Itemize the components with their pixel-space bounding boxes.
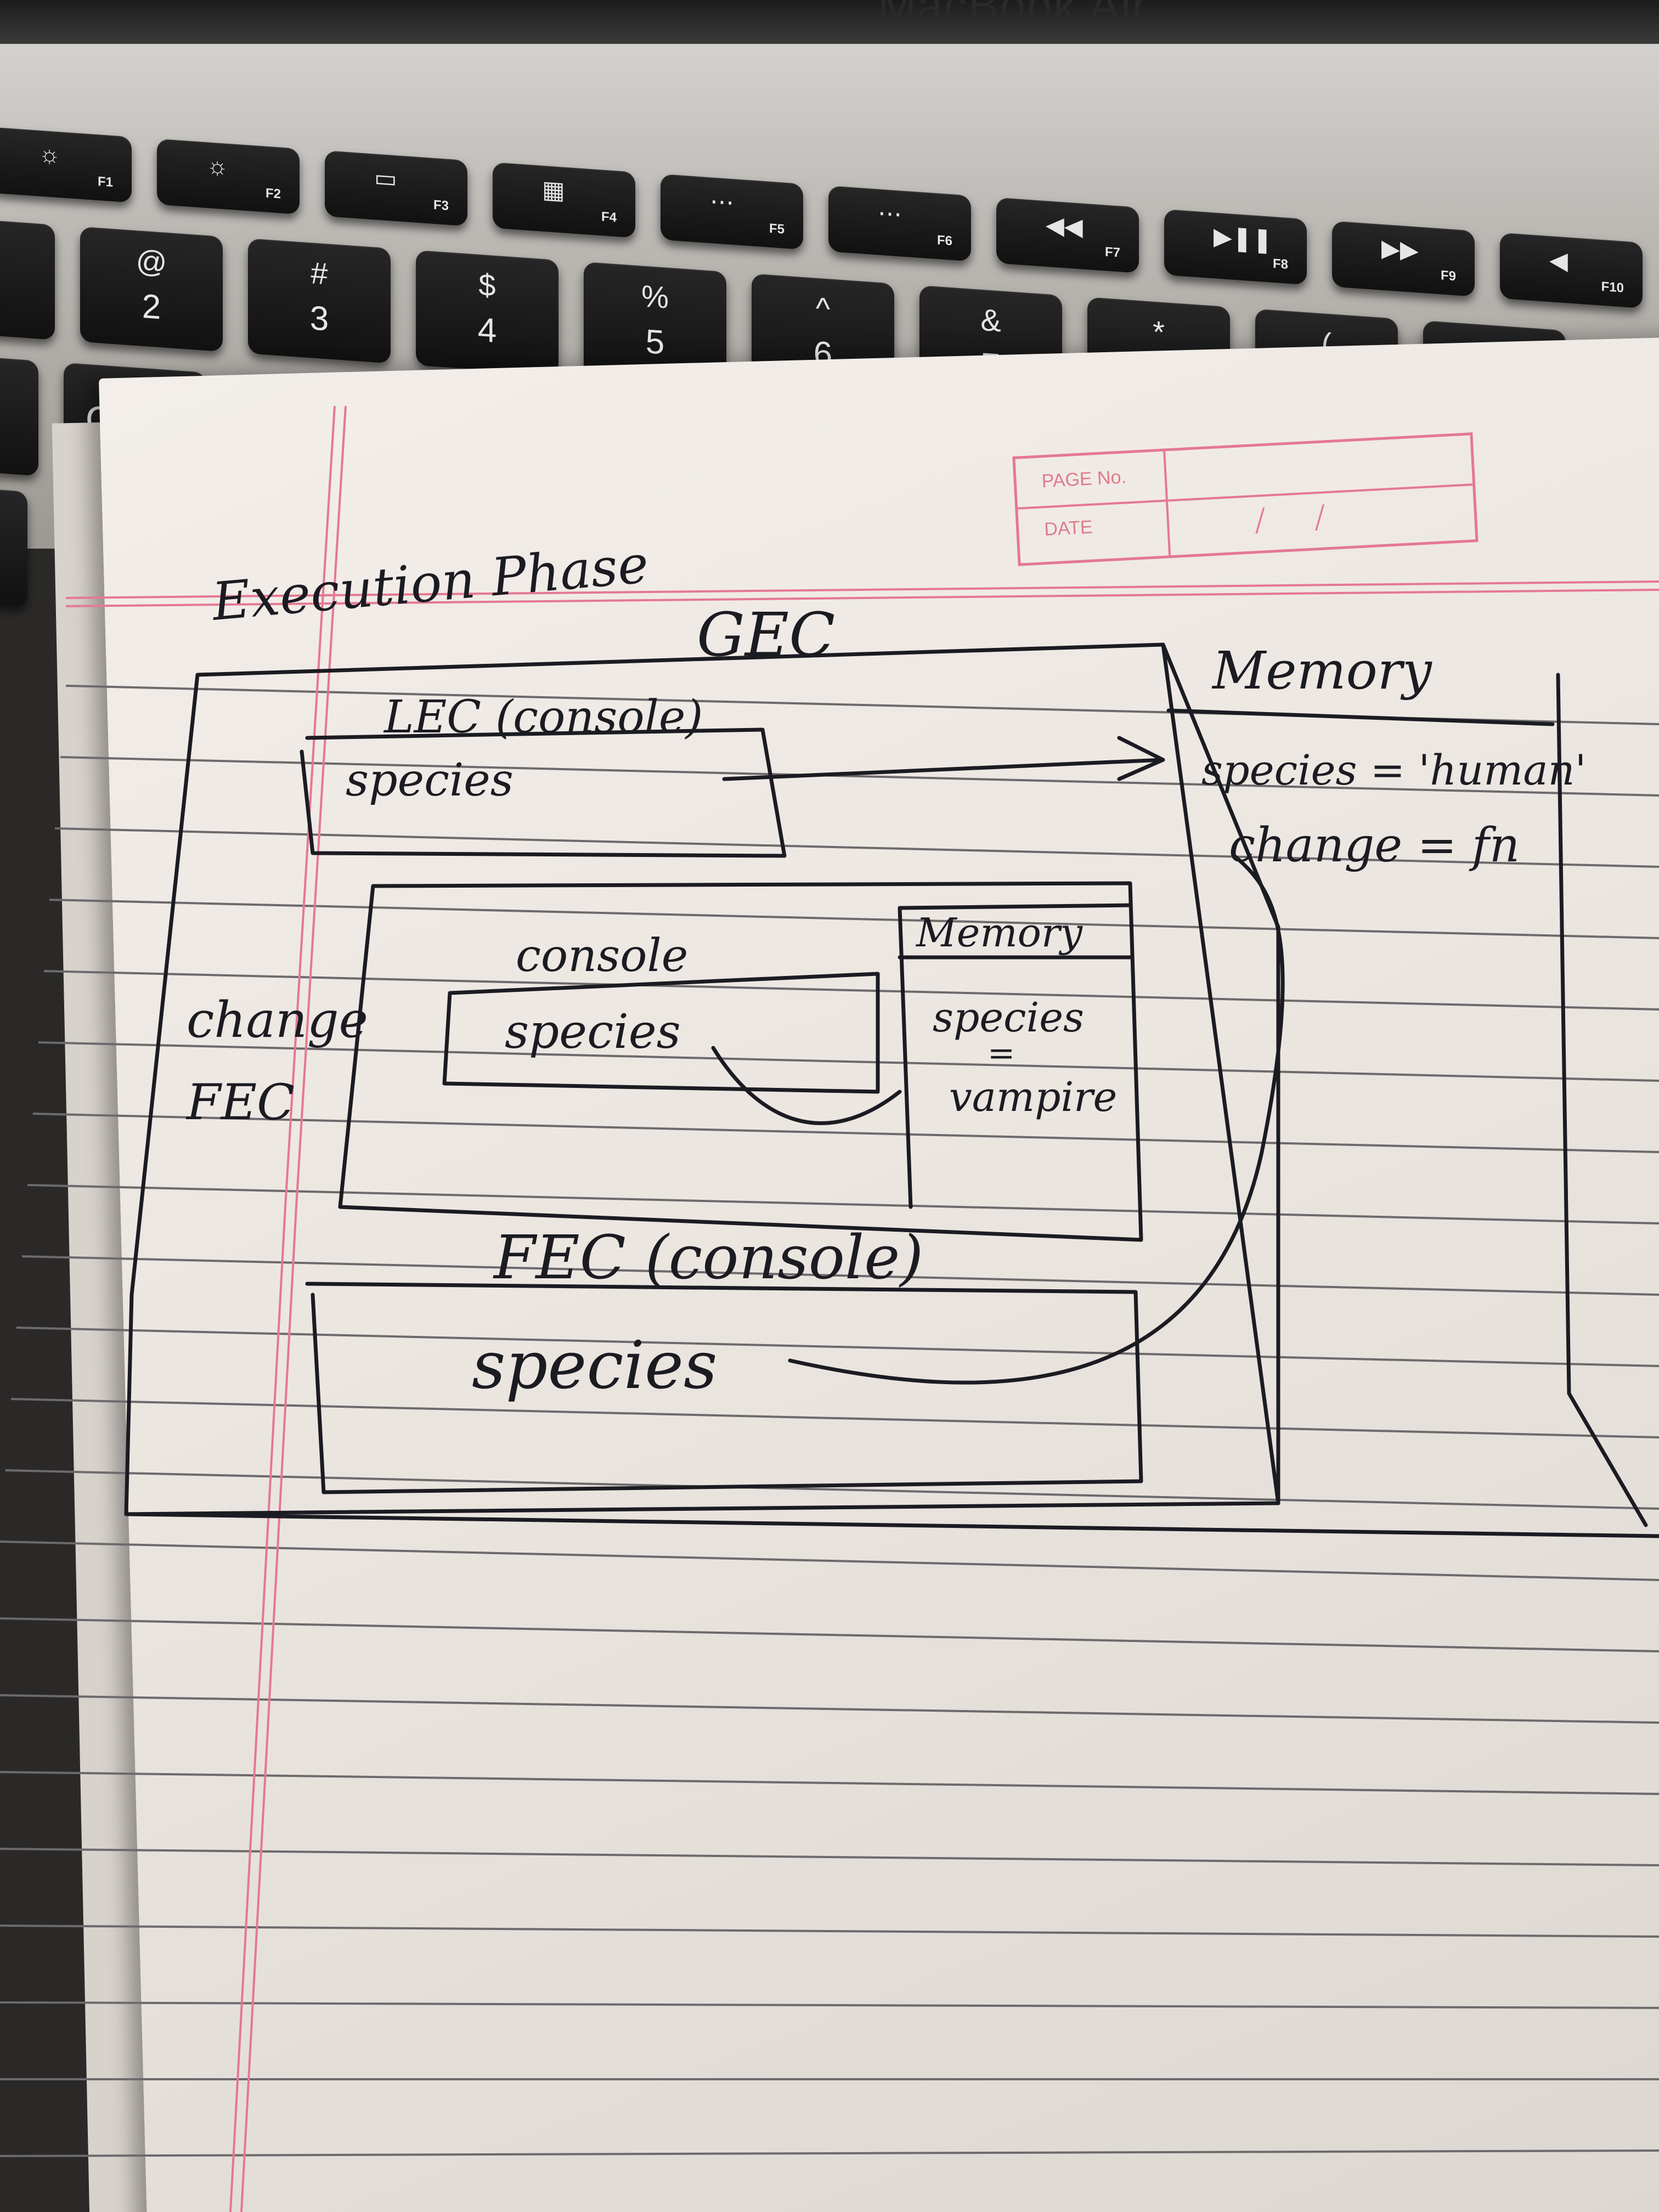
ruled-line: [0, 1617, 1659, 1652]
ruled-lines: [0, 580, 1659, 2157]
margin-line-pink: [229, 405, 336, 2212]
ruled-line: [54, 827, 1659, 868]
inner-memory-value: vampire: [949, 1074, 1117, 1121]
gec-bottom-line: [124, 1512, 1659, 1538]
ruled-line: [0, 1541, 1659, 1581]
fec-species: species: [472, 1328, 718, 1404]
inner-memory-box: [898, 903, 1132, 1209]
inner-memory-title: Memory: [915, 910, 1083, 956]
screen-bezel: MacBook Air: [0, 0, 1659, 44]
gec-memory-change: change = fn: [1229, 818, 1520, 873]
lec-box: [300, 727, 787, 858]
ruled-line: [38, 1041, 1659, 1082]
ruled-line: [21, 1255, 1659, 1296]
ruled-line: [0, 1694, 1659, 1724]
change-fec-line2: FEC: [185, 1074, 295, 1131]
ruled-line: [0, 1925, 1659, 1938]
ruled-line: [49, 899, 1659, 939]
gec-box: [124, 642, 1280, 1516]
gec-memory-divider: [1166, 708, 1555, 726]
gec-memory-right-edge: [1556, 673, 1648, 1527]
fec-box: [305, 1282, 1143, 1494]
ruled-line: [0, 1848, 1659, 1866]
inner-console-title: console: [516, 930, 688, 982]
lec-species: species: [346, 754, 514, 806]
gec-memory-species: species = 'human': [1201, 746, 1586, 794]
change-fec-box: [338, 881, 1143, 1242]
ruled-line: [0, 2149, 1659, 2157]
lec-arrow: [722, 736, 1165, 781]
fec-call-curve: [788, 854, 1285, 1385]
gec-right-edge: [1161, 642, 1280, 1505]
ruled-line: [16, 1327, 1659, 1367]
ruled-line: [27, 1184, 1659, 1224]
gec-memory-title: Memory: [1211, 641, 1432, 701]
fec-console-title: FEC (console): [493, 1222, 923, 1293]
header-rule-pink: [65, 580, 1659, 599]
ruled-line: [0, 2001, 1659, 2009]
inner-species: species: [505, 1005, 681, 1059]
header-rule-pink-2: [65, 589, 1659, 607]
change-fec-line1: change: [187, 991, 368, 1049]
heading-execution-phase: Execution Phase: [208, 534, 651, 633]
inner-memory-species: species: [933, 994, 1084, 1041]
ruled-line: [5, 1469, 1659, 1510]
ruled-line: [60, 756, 1659, 797]
ruled-line: [10, 1398, 1659, 1438]
inner-memory-equals: =: [988, 1034, 1015, 1073]
ruled-line: [32, 1113, 1659, 1153]
laptop-brand-label: MacBook Air: [878, 0, 1149, 31]
inner-console-box: [442, 972, 880, 1094]
ruled-line: [0, 1771, 1659, 1795]
ruled-line: [43, 970, 1659, 1011]
margin-line-pink-2: [240, 405, 347, 2212]
inner-species-arrow: [711, 1046, 902, 1125]
